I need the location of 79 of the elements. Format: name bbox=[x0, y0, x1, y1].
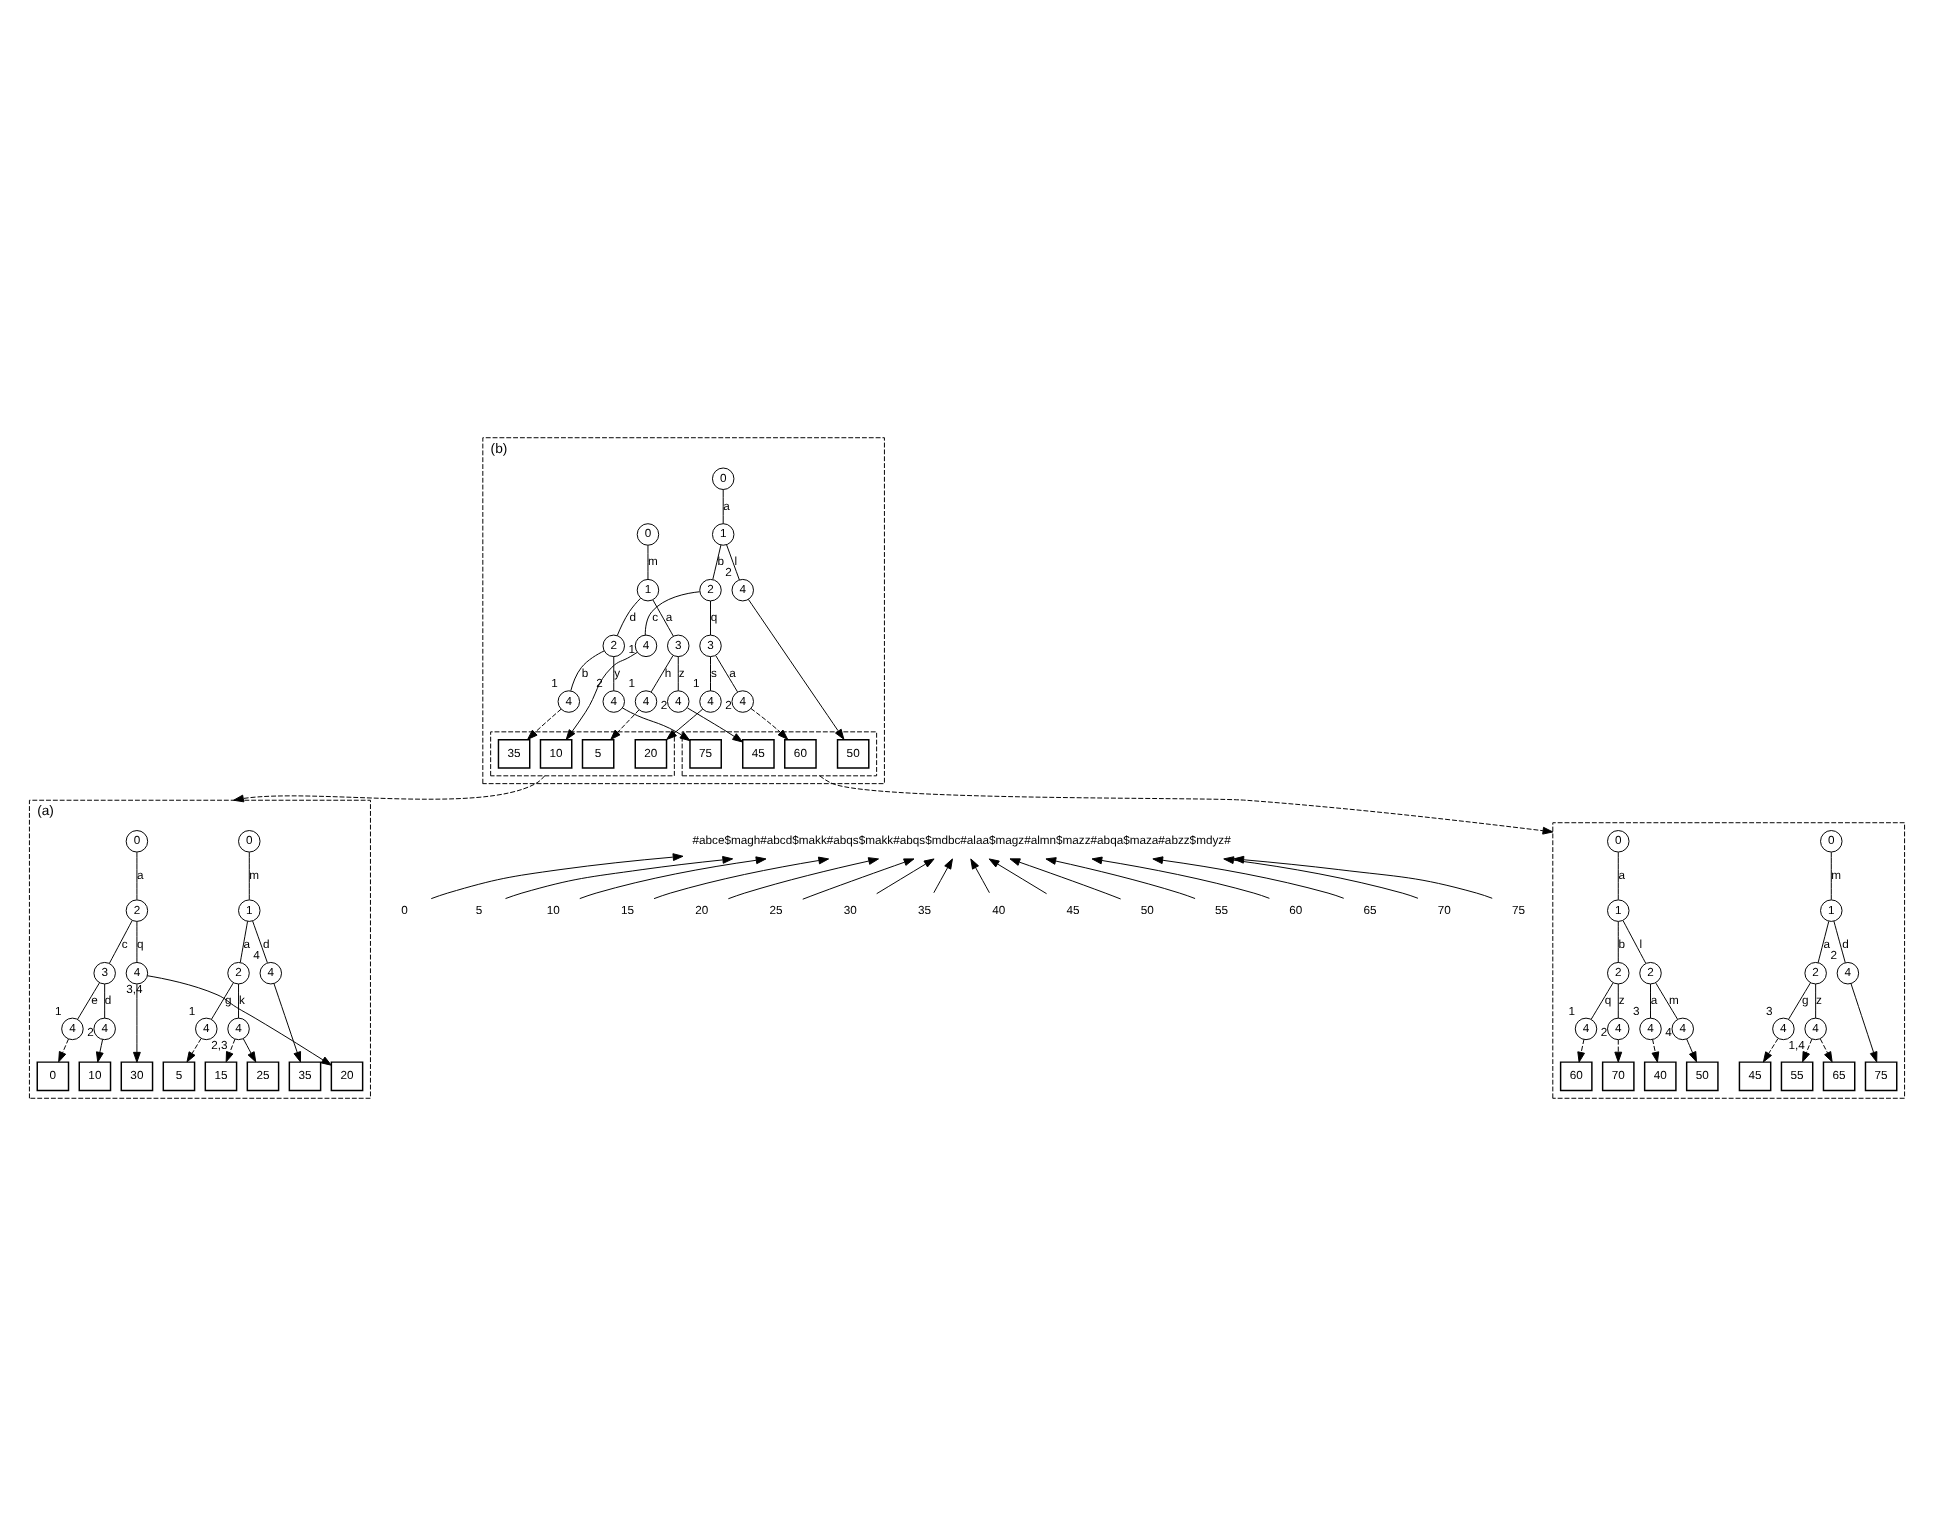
connector bbox=[1815, 982, 1817, 1018]
arrow bbox=[1091, 855, 1270, 898]
connector bbox=[252, 919, 268, 963]
connector bbox=[77, 981, 100, 1019]
connector bbox=[1650, 982, 1651, 1018]
connector bbox=[570, 649, 605, 691]
connector bbox=[1833, 919, 1846, 963]
arrow bbox=[970, 857, 990, 893]
connector bbox=[650, 654, 674, 692]
connector bbox=[211, 981, 234, 1019]
arrow bbox=[750, 707, 789, 739]
connector bbox=[715, 654, 738, 692]
connector bbox=[248, 850, 250, 900]
arrow bbox=[819, 774, 1554, 834]
connector bbox=[1817, 919, 1830, 963]
arrow bbox=[747, 597, 845, 739]
arrow bbox=[1045, 856, 1196, 899]
arrow bbox=[1577, 1038, 1585, 1062]
arrow bbox=[1223, 855, 1419, 898]
arrow bbox=[1152, 855, 1345, 898]
connector bbox=[677, 655, 679, 691]
connector bbox=[652, 598, 674, 636]
arrow bbox=[1762, 1037, 1779, 1062]
arrow bbox=[579, 855, 767, 899]
connector bbox=[104, 982, 106, 1018]
connector bbox=[616, 596, 641, 635]
arrow bbox=[933, 857, 953, 893]
connector bbox=[1617, 850, 1619, 900]
arrow bbox=[58, 1037, 69, 1062]
connector bbox=[1622, 919, 1647, 963]
connector bbox=[613, 655, 615, 691]
arrow bbox=[802, 857, 915, 899]
connector bbox=[1617, 982, 1619, 1018]
arrow bbox=[233, 774, 546, 802]
connector bbox=[722, 488, 724, 524]
arrow bbox=[1651, 1038, 1660, 1062]
arrow bbox=[565, 650, 638, 740]
connector bbox=[136, 920, 138, 962]
arrow bbox=[666, 707, 704, 739]
cluster bbox=[1552, 821, 1906, 1098]
connector bbox=[726, 543, 740, 580]
arrow bbox=[727, 856, 879, 899]
arrow bbox=[1233, 854, 1493, 898]
connector bbox=[1788, 981, 1811, 1019]
arrow bbox=[430, 852, 684, 899]
arrow bbox=[653, 855, 830, 899]
connector bbox=[108, 919, 133, 963]
arrow bbox=[876, 857, 935, 894]
arrow bbox=[527, 707, 562, 739]
connector bbox=[239, 919, 249, 962]
arrow bbox=[1802, 1037, 1813, 1062]
arrow bbox=[505, 855, 734, 899]
arrow bbox=[95, 1038, 104, 1062]
arrow bbox=[133, 982, 141, 1062]
connector bbox=[1655, 981, 1678, 1019]
connector bbox=[1830, 850, 1832, 900]
connector bbox=[647, 543, 649, 579]
arrow bbox=[686, 706, 744, 742]
arrow bbox=[273, 982, 302, 1062]
arrow bbox=[186, 1037, 202, 1062]
connector bbox=[712, 543, 722, 579]
arrow bbox=[242, 1037, 257, 1062]
arrow bbox=[1686, 1037, 1697, 1062]
connector bbox=[710, 655, 711, 691]
connector bbox=[1617, 920, 1619, 962]
connector bbox=[644, 590, 701, 635]
arrow bbox=[225, 1037, 236, 1062]
connector bbox=[710, 599, 711, 635]
arrow bbox=[1009, 857, 1122, 899]
arrow bbox=[621, 706, 691, 741]
connector bbox=[238, 982, 240, 1018]
arrow bbox=[1850, 982, 1878, 1062]
arrow bbox=[610, 708, 640, 739]
arrow bbox=[988, 857, 1048, 894]
arrow bbox=[1819, 1037, 1833, 1062]
arrow bbox=[1614, 1038, 1623, 1062]
arrow bbox=[146, 974, 332, 1065]
connector bbox=[1590, 981, 1614, 1019]
connector bbox=[136, 850, 138, 900]
